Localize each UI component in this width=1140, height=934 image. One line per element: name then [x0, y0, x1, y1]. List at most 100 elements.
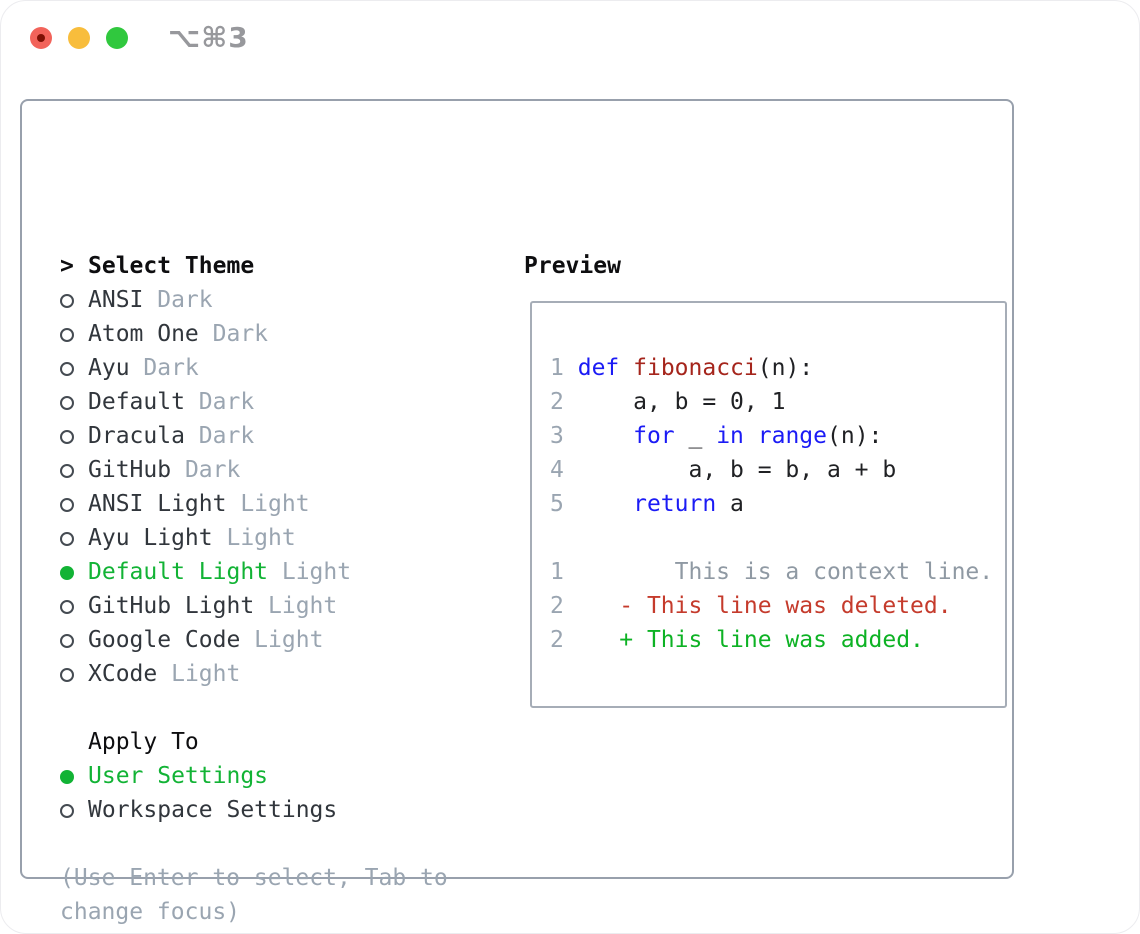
radio-icon [60, 589, 88, 623]
radio-icon [60, 623, 88, 657]
theme-option-label: Ayu [88, 355, 130, 381]
minimize-button[interactable] [68, 27, 90, 49]
theme-option-label: XCode [88, 661, 158, 687]
radio-icon [60, 521, 88, 555]
theme-option-label: GitHub [88, 457, 172, 483]
radio-circle [60, 804, 74, 818]
theme-option[interactable]: Default Dark [60, 385, 448, 419]
radio-icon [60, 419, 88, 453]
code-segment: for [633, 423, 675, 449]
apply-to-title: Apply To [88, 729, 199, 755]
theme-option[interactable]: ANSI Dark [60, 283, 448, 317]
code-segment: (n): [757, 355, 814, 381]
radio-circle [60, 294, 74, 308]
theme-option-label: Atom One [88, 321, 199, 347]
radio-circle [60, 770, 74, 784]
code-segment: 4 [550, 457, 564, 483]
unsaved-dot-icon [37, 34, 45, 42]
theme-option-label: GitHub Light [88, 593, 255, 619]
radio-circle [60, 362, 74, 376]
theme-option-label: ANSI [88, 287, 144, 313]
radio-icon [60, 385, 88, 419]
radio-icon [60, 351, 88, 385]
radio-selected-icon [60, 555, 88, 589]
theme-option[interactable]: Dracula Dark [60, 419, 448, 453]
theme-variant: Dark [129, 355, 199, 381]
theme-option[interactable]: GitHub Light Light [60, 589, 448, 623]
code-segment: 2 [550, 389, 564, 415]
select-theme-title: Select Theme [88, 253, 255, 279]
theme-variant: Light [254, 593, 338, 619]
prompt-icon: > [60, 253, 74, 279]
apply-option-label: User Settings [88, 763, 269, 789]
theme-variant: Light [157, 661, 241, 687]
code-segment: - This line was deleted. [619, 593, 952, 619]
radio-circle [60, 396, 74, 410]
maximize-button[interactable] [106, 27, 128, 49]
theme-variant: Dark [171, 457, 241, 483]
radio-icon [60, 453, 88, 487]
radio-circle [60, 464, 74, 478]
theme-option-label: Default [88, 389, 185, 415]
radio-icon [60, 487, 88, 521]
radio-circle [60, 498, 74, 512]
radio-circle [60, 328, 74, 342]
theme-option[interactable]: Default Light Light [60, 555, 448, 589]
code-segment [564, 491, 633, 517]
radio-icon [60, 793, 88, 827]
code-segment: in [716, 423, 744, 449]
code-segment: _ [674, 423, 717, 449]
theme-option[interactable]: Ayu Light Light [60, 521, 448, 555]
radio-circle [60, 600, 74, 614]
help-text-line2: change focus) [60, 899, 241, 925]
code-segment: 1 [550, 559, 564, 585]
code-segment: 2 [550, 627, 564, 653]
radio-icon [60, 283, 88, 317]
radio-icon [60, 657, 88, 691]
help-text-line1: (Use Enter to select, Tab to [60, 865, 448, 891]
theme-option-label: Ayu Light [88, 525, 213, 551]
radio-circle [60, 668, 74, 682]
apply-option-label: Workspace Settings [88, 797, 338, 823]
theme-variant: Dark [198, 321, 269, 347]
radio-selected-icon [60, 759, 88, 793]
code-segment: a, b = 0, 1 [563, 389, 786, 415]
apply-option[interactable]: User Settings [60, 759, 448, 793]
theme-variant: Light [268, 559, 352, 585]
code-segment: a, b = b, a + b [563, 457, 897, 483]
diff-added-line: 2 + This line was added. [550, 623, 1005, 657]
theme-option[interactable]: XCode Light [60, 657, 448, 691]
theme-option-label: Default Light [88, 559, 269, 585]
code-line: 1 def fibonacci(n): [550, 351, 1005, 385]
theme-option[interactable]: ANSI Light Light [60, 487, 448, 521]
code-segment: 3 [550, 423, 564, 449]
code-segment: fibonacci [633, 355, 758, 381]
code-segment: 2 [550, 593, 564, 619]
close-button[interactable] [30, 27, 52, 49]
theme-option-label: Dracula [88, 423, 185, 449]
diff-context-line: 1 This is a context line. [550, 555, 1005, 589]
code-line: 3 for _ in range(n): [550, 419, 1005, 453]
theme-option[interactable]: Ayu Dark [60, 351, 448, 385]
titlebar [30, 27, 128, 49]
theme-option[interactable]: GitHub Dark [60, 453, 448, 487]
radio-icon [60, 317, 88, 351]
preview-title: Preview [524, 253, 621, 279]
code-segment [564, 627, 619, 653]
apply-option[interactable]: Workspace Settings [60, 793, 448, 827]
theme-option[interactable]: Atom One Dark [60, 317, 448, 351]
code-segment [744, 423, 758, 449]
code-segment: 5 [550, 491, 564, 517]
code-segment: a [716, 491, 744, 517]
select-theme-header: > Select Theme [60, 249, 448, 283]
theme-option[interactable]: Google Code Light [60, 623, 448, 657]
preview-box: 1 def fibonacci(n): 2 a, b = 0, 1 3 for _ … [530, 301, 1007, 708]
radio-circle [60, 634, 74, 648]
code-segment: def [577, 355, 620, 381]
diff-deleted-line: 2 - This line was deleted. [550, 589, 1005, 623]
radio-circle [60, 430, 74, 444]
